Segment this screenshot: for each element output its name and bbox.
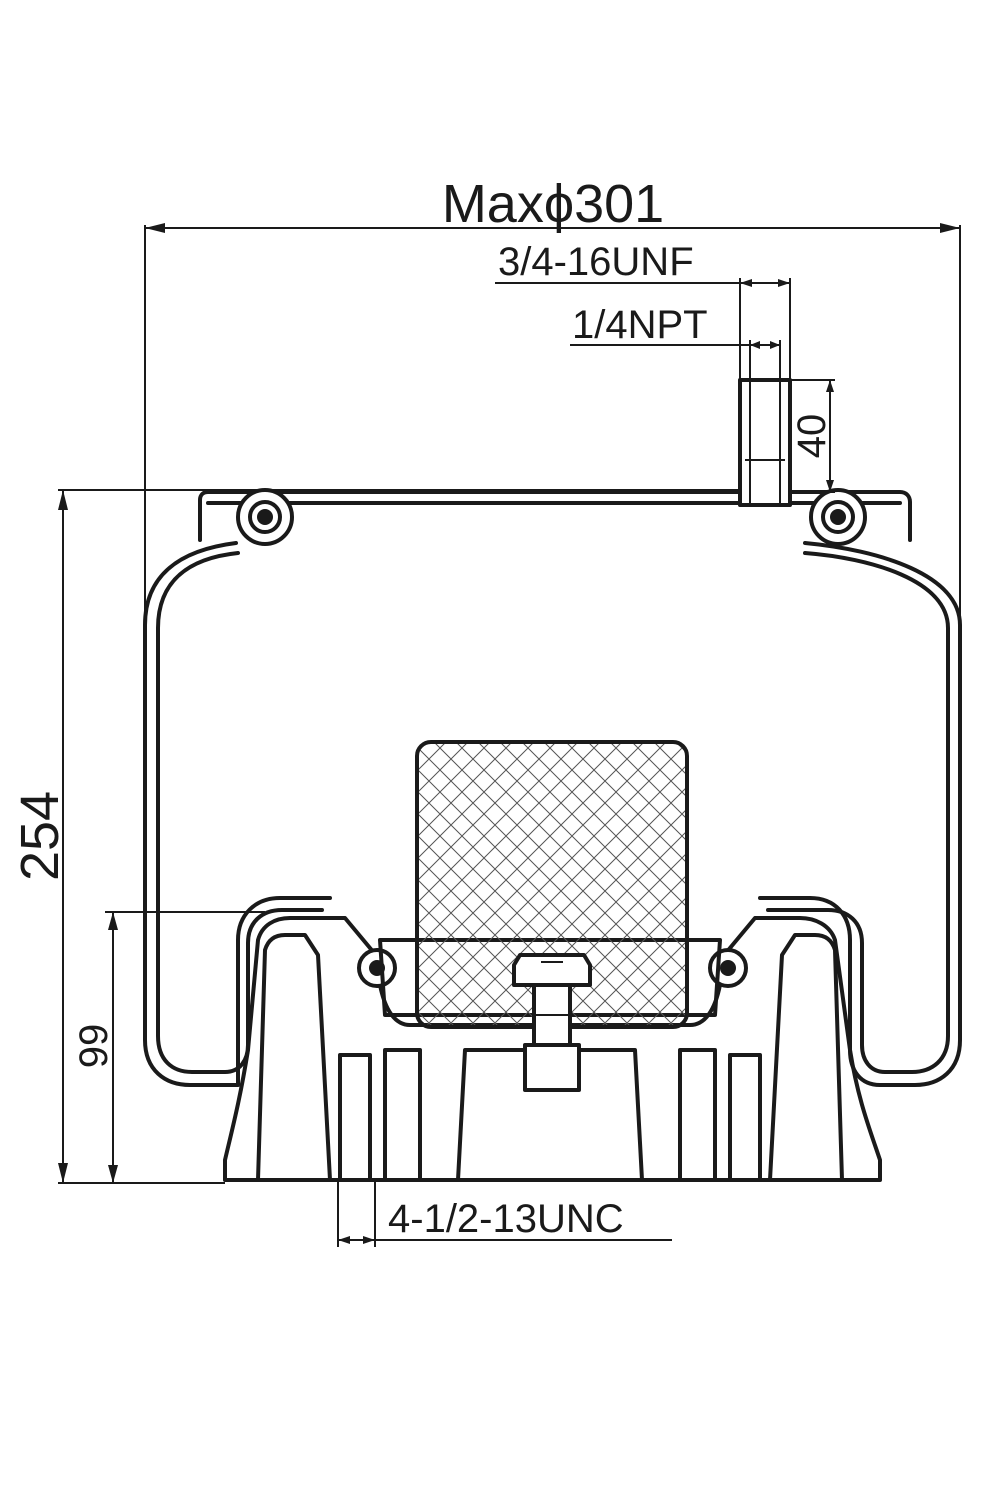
dim-air-port: 1/4NPT	[570, 303, 781, 385]
dim-bottom-thread: 4-1/2-13UNC	[337, 1180, 672, 1247]
air-fitting-stud	[738, 378, 792, 507]
piston-height-label: 99	[72, 1024, 116, 1069]
center-bolt	[512, 953, 592, 1092]
dim-overall-height: 254	[10, 489, 740, 1184]
dim-max-diameter: Maxϕ301	[144, 174, 961, 625]
dim-top-thread: 3/4-16UNF	[495, 240, 791, 380]
dim-stud-height: 40	[790, 379, 835, 493]
bottom-thread-label: 4-1/2-13UNC	[388, 1197, 624, 1241]
air-port-label: 1/4NPT	[572, 303, 708, 347]
top-plate	[198, 488, 912, 546]
top-thread-label: 3/4-16UNF	[498, 240, 694, 284]
stud-height-label: 40	[790, 414, 834, 459]
overall-height-label: 254	[10, 791, 70, 881]
max-diameter-label: Maxϕ301	[442, 174, 664, 234]
dim-piston-height: 99	[72, 911, 265, 1184]
